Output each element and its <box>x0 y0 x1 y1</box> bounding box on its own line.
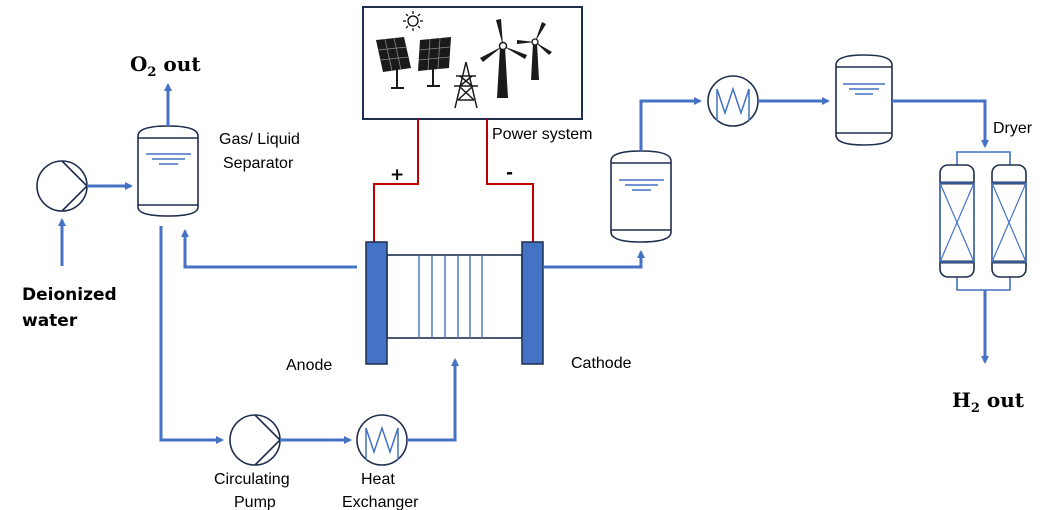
deionized-water-label-line2: water <box>22 311 78 331</box>
anode-return-pipe <box>181 229 357 269</box>
wind-turbine-icon <box>517 22 552 80</box>
gas-liquid-separator <box>137 125 199 217</box>
dryer-column-right <box>991 164 1027 278</box>
anode-electrode <box>365 241 388 365</box>
wind-turbine-icon <box>480 19 527 98</box>
heat-exchanger <box>356 414 408 466</box>
dryer-label: Dryer <box>993 120 1033 137</box>
circulating-pump <box>229 414 282 466</box>
h2-out-label: H2 out <box>952 388 1025 416</box>
transmission-tower-icon <box>454 61 478 109</box>
stack-membranes <box>418 255 483 338</box>
positive-terminal-label: + <box>390 165 404 185</box>
feed-pump <box>36 160 89 212</box>
power-system-label: Power system <box>492 126 592 143</box>
separator-label-line1: Gas/ Liquid <box>219 131 300 148</box>
dryer <box>939 151 1027 291</box>
knockout-drum <box>835 54 893 146</box>
heat-exchanger-label-line1: Heat <box>361 471 395 488</box>
hydrogen-separator <box>610 150 672 243</box>
circulating-pump-label-line1: Circulating <box>214 471 290 488</box>
power-system <box>362 6 583 120</box>
o2-out-label: O2 out <box>130 52 201 80</box>
cathode-electrode <box>521 241 544 365</box>
separator-to-cooler-pipe <box>639 97 702 151</box>
solar-panel-icon <box>376 37 411 89</box>
gas-cooler <box>707 75 759 127</box>
heat-exchanger-to-stack-pipe <box>407 358 459 442</box>
anode-label: Anode <box>286 357 332 374</box>
circulating-pump-label-line2: Pump <box>234 494 276 510</box>
separator-label-line2: Separator <box>223 155 294 172</box>
negative-terminal-label: - <box>506 163 513 183</box>
dryer-column-left <box>939 164 975 278</box>
knockout-to-dryer-pipe <box>892 99 989 148</box>
negative-wire <box>486 119 534 244</box>
positive-wire <box>373 119 419 244</box>
heat-exchanger-label-line2: Exchanger <box>342 494 419 510</box>
electrolyzer-stack <box>365 241 544 365</box>
cathode-outlet-pipe <box>543 250 645 269</box>
sun-icon <box>403 11 423 31</box>
circulation-pipe <box>159 226 224 444</box>
solar-panel-icon <box>418 37 451 87</box>
deionized-water-label-line1: Deionized <box>22 285 117 305</box>
cathode-label: Cathode <box>571 355 632 372</box>
